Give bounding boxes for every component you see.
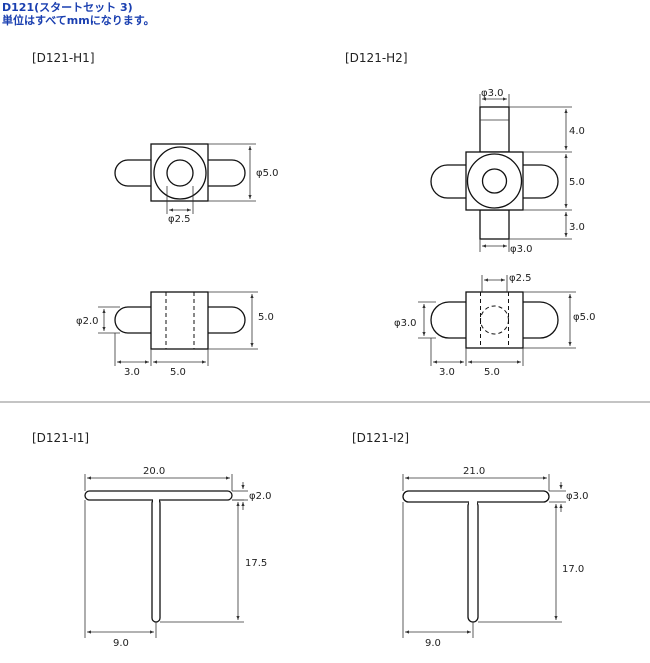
h1-arm-dia-label: φ2.0 — [76, 316, 99, 327]
h1-height-label: φ5.0 — [256, 168, 279, 179]
part-label-i1: [D121-I1] — [32, 431, 89, 445]
h2-top-length-label: 4.0 — [569, 126, 585, 137]
part-i2: [D121-I2] 21.0 φ3.0 17.0 9.0 — [352, 431, 589, 649]
i1-stem — [151, 498, 161, 623]
h1-side-height-label: 5.0 — [258, 312, 274, 323]
h2-front-view: φ3.0 4.0 5.0 3.0 φ3.0 — [430, 88, 585, 255]
h1-side-hub-block — [150, 291, 209, 350]
unit-note: 単位はすべてmmになります。 — [2, 14, 155, 27]
part-h1: [D121-H1] φ5.0 φ2.5 φ2.0 — [32, 51, 279, 378]
h2-height-label: 5.0 — [569, 177, 585, 188]
page-title: D121(スタートセット 3) — [2, 1, 133, 14]
i1-top-length-label: 20.0 — [143, 466, 165, 477]
h1-arm-length-label: 3.0 — [124, 367, 140, 378]
h2-arm-length-label: 3.0 — [439, 367, 455, 378]
part-label-i2: [D121-I2] — [352, 431, 409, 445]
i1-offset-label: 9.0 — [113, 638, 129, 649]
h2-bottom-width-label: φ3.0 — [510, 244, 533, 255]
h2-top-pin — [479, 106, 510, 153]
i2-top-dia-label: φ3.0 — [566, 491, 589, 502]
h1-width-label: 5.0 — [170, 367, 186, 378]
h2-bore-circle — [481, 168, 508, 194]
h1-bore-circle — [166, 159, 194, 187]
i1-stem-length-label: 17.5 — [245, 558, 267, 569]
i1-top-dia-label: φ2.0 — [249, 491, 272, 502]
h1-side-view: φ2.0 5.0 3.0 5.0 — [76, 291, 274, 378]
i2-offset-label: 9.0 — [425, 638, 441, 649]
part-label-h2: [D121-H2] — [345, 51, 408, 65]
h2-side-hub-block — [465, 291, 524, 349]
part-h2: [D121-H2] φ3.0 4.0 5.0 3.0 — [345, 51, 596, 378]
i2-top-length-label: 21.0 — [463, 466, 485, 477]
h2-width-label: 5.0 — [484, 367, 500, 378]
h2-bottom-length-label: 3.0 — [569, 222, 585, 233]
h2-side-height-label: φ5.0 — [573, 312, 596, 323]
h2-top-width-label: φ3.0 — [481, 88, 504, 99]
h1-front-view: φ5.0 φ2.5 — [114, 143, 279, 225]
h1-bore-label: φ2.5 — [168, 214, 191, 225]
h2-arm-dia-label: φ3.0 — [394, 318, 417, 329]
h2-bottom-pin — [479, 209, 510, 240]
part-i1: [D121-I1] 20.0 φ2.0 17.5 9.0 — [32, 431, 272, 649]
part-label-h1: [D121-H1] — [32, 51, 95, 65]
h2-hole-label: φ2.5 — [509, 273, 532, 284]
i2-stem — [467, 500, 479, 623]
h2-side-view: φ2.5 φ3.0 φ5.0 3.0 5.0 — [394, 273, 596, 378]
i2-stem-length-label: 17.0 — [562, 564, 584, 575]
